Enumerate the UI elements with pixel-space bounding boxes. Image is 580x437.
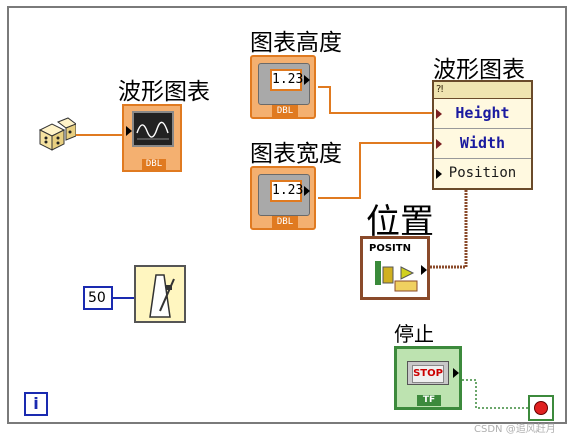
property-row-position[interactable]: Position bbox=[434, 159, 531, 188]
property-row-width[interactable]: Width bbox=[434, 129, 531, 159]
height-type-badge: DBL bbox=[272, 105, 298, 117]
stop-label: 停止 bbox=[394, 322, 434, 346]
chart-width-control[interactable]: 1.23 DBL bbox=[250, 166, 316, 230]
stop-button[interactable]: STOP bbox=[407, 361, 449, 385]
width-wire bbox=[318, 142, 434, 199]
stop-button-terminal[interactable]: STOP TF bbox=[394, 346, 462, 410]
waveform-chart-terminal[interactable]: DBL bbox=[122, 104, 182, 172]
chart-type-badge: DBL bbox=[142, 159, 166, 170]
output-arrow-icon bbox=[304, 75, 310, 85]
output-arrow-icon bbox=[421, 265, 427, 275]
input-arrow-icon bbox=[436, 139, 442, 149]
waveform-chart-label: 波形图表 bbox=[118, 79, 210, 105]
chart-width-label: 图表宽度 bbox=[250, 141, 342, 167]
property-node-title: 波形图表 bbox=[433, 57, 525, 83]
stop-type-badge: TF bbox=[417, 395, 441, 406]
height-value: 1.23 bbox=[270, 69, 303, 91]
property-node-header: ⁈ bbox=[434, 82, 531, 99]
property-height-label: Height bbox=[455, 104, 510, 122]
stop-wire bbox=[462, 379, 528, 409]
bundle-title: POSITN bbox=[369, 243, 411, 254]
chart-height-control[interactable]: 1.23 DBL bbox=[250, 55, 316, 119]
chart-height-label: 图表高度 bbox=[250, 30, 342, 56]
error-cluster-icon: ⁈ bbox=[436, 84, 444, 95]
cluster-icon bbox=[371, 259, 421, 293]
width-type-badge: DBL bbox=[272, 216, 298, 228]
width-value: 1.23 bbox=[270, 180, 303, 202]
height-wire bbox=[318, 86, 434, 114]
input-arrow-icon bbox=[436, 109, 442, 119]
watermark-text: CSDN @追风赶月 bbox=[474, 424, 556, 435]
property-width-label: Width bbox=[459, 134, 506, 152]
iteration-info-icon[interactable]: i bbox=[24, 392, 48, 416]
chart-input-arrow-icon bbox=[126, 126, 132, 136]
chart-graph-icon bbox=[132, 111, 174, 147]
property-row-height[interactable]: Height bbox=[434, 99, 531, 129]
position-bundle-node[interactable]: POSITN bbox=[360, 236, 430, 300]
output-arrow-icon bbox=[304, 186, 310, 196]
property-position-label: Position bbox=[448, 165, 517, 181]
position-label: 位置 bbox=[366, 202, 434, 242]
metronome-wait-icon[interactable] bbox=[134, 265, 186, 323]
loop-condition-terminal[interactable] bbox=[528, 395, 554, 421]
input-arrow-icon bbox=[436, 169, 442, 179]
stop-if-true-icon bbox=[534, 401, 548, 415]
output-arrow-icon bbox=[453, 368, 459, 378]
property-node[interactable]: ⁈ Height Width Position bbox=[432, 80, 533, 190]
wait-ms-constant[interactable]: 50 bbox=[83, 286, 113, 310]
random-number-dice-icon[interactable] bbox=[36, 116, 78, 154]
